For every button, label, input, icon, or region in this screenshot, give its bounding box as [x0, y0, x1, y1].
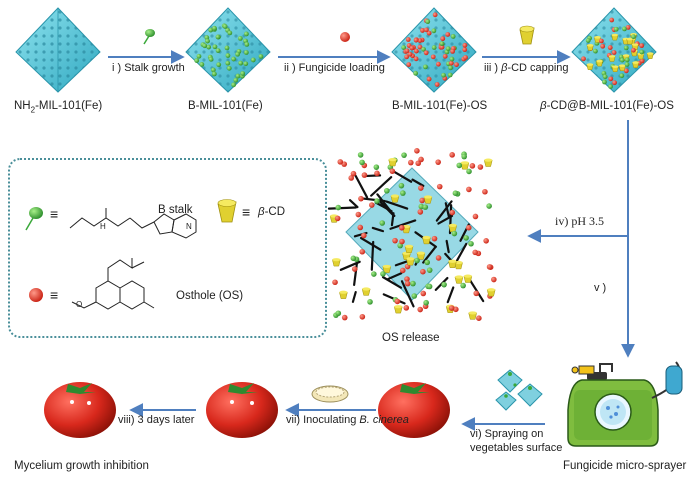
step-6-label-b: vegetables surface: [470, 442, 563, 454]
sprayer-icon[interactable]: [567, 361, 683, 447]
octahedron-b-mil-os: [391, 7, 477, 93]
step-8-label: viii) 3 days later: [118, 414, 195, 426]
petri-dish-icon: [311, 385, 349, 403]
step-4-label: iv) pH 3.5: [555, 214, 604, 228]
label-b-mil: B-MIL-101(Fe): [188, 100, 263, 112]
cyclodextrin-icon-step3: [519, 25, 535, 45]
step-6-label-a: vi) Spraying on: [470, 428, 544, 440]
tomato-inoculated: [206, 382, 278, 438]
legend-beta-cd: β-CD: [258, 206, 286, 218]
label-b-mil-os: B-MIL-101(Fe)-OS: [392, 100, 488, 112]
legend-equiv-2: ≡: [242, 204, 251, 220]
tomato-sprayed: [378, 382, 450, 438]
legend-os-symbol: [29, 288, 43, 302]
step-1-label: i ) Stalk growth: [112, 62, 185, 74]
legend-bstalk-structure: [69, 208, 197, 239]
legend-cd-symbol: [217, 199, 237, 223]
legend-equiv-1: ≡: [50, 206, 59, 222]
legend-osthole: Osthole (OS): [176, 290, 244, 302]
step-5-label: v ): [594, 282, 607, 294]
octahedron-b-mil: [185, 7, 271, 93]
stalk-icon-step1: [143, 29, 155, 45]
legend-b-stalk: B stalk: [158, 204, 193, 216]
octahedron-cd-capped: [571, 7, 657, 93]
label-inhibition: Mycelium growth inhibition: [14, 460, 149, 472]
legend-box: [8, 158, 327, 338]
particles-spray: [495, 369, 543, 411]
step-2-label: ii ) Fungicide loading: [284, 62, 385, 74]
step-3-label: iii ) β-CD capping: [484, 62, 569, 74]
legend-chem-h: H: [100, 222, 106, 231]
tomato-result: [44, 382, 116, 438]
octahedron-nh2-mil: [15, 7, 101, 93]
legend-chem-n: N: [186, 222, 192, 231]
legend-osthole-structure: [71, 258, 155, 310]
legend-equiv-3: ≡: [50, 287, 59, 303]
label-sprayer: Fungicide micro-sprayer: [563, 460, 687, 472]
label-nh2-mil: NH2-MIL-101(Fe): [14, 100, 103, 115]
fungicide-ball-icon: [340, 32, 350, 42]
label-cd-b-mil-os: β-CD@B-MIL-101(Fe)-OS: [540, 100, 674, 112]
step-7-label: vii) Inoculating B. cinerea: [286, 414, 409, 426]
label-os-release: OS release: [382, 332, 440, 344]
os-release-cluster: [327, 148, 497, 321]
legend-chem-o: O: [76, 300, 83, 309]
legend-stalk-symbol: [25, 207, 43, 231]
